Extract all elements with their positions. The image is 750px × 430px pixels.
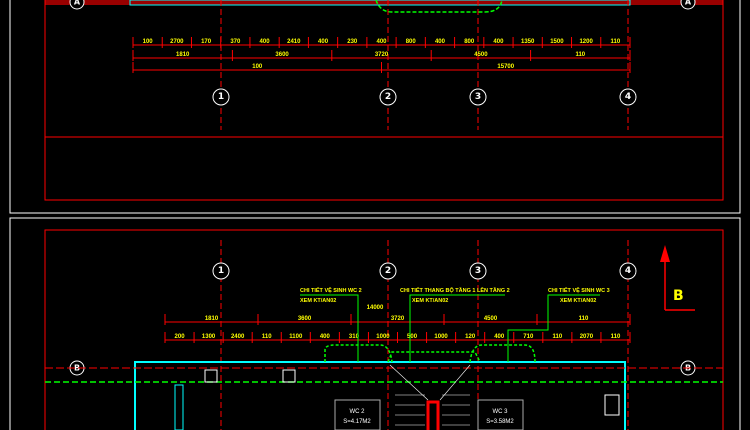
bottom-row1-dimension-label: 3600 xyxy=(298,316,312,322)
top-axis-label: 4 xyxy=(625,92,631,102)
top-row2-dimension-label: 1810 xyxy=(176,52,190,58)
top-plan-strip xyxy=(45,0,723,13)
bottom-row2-dimension-label: 500 xyxy=(407,334,418,340)
top-row-axis-bubble xyxy=(680,0,696,10)
room-name-wc3: WC 3 xyxy=(493,409,509,415)
top-row-axis-bubble xyxy=(69,0,85,10)
bottom-row2-dimension-label: 200 xyxy=(175,334,186,340)
bottom-sheet-frame xyxy=(9,217,741,430)
top-row1-dimension-label: 400 xyxy=(318,39,329,45)
section-label-b: B xyxy=(673,288,684,304)
bottom-row2-dimension-label: 110 xyxy=(262,334,272,340)
bottom-row2-dimension-label: 400 xyxy=(494,334,505,340)
note-wc2-title: CHI TIẾT VỆ SINH WC 2 xyxy=(300,286,362,294)
top-row1-dimension-label: 230 xyxy=(347,39,358,45)
bottom-row1-dimension-label: 3720 xyxy=(391,316,405,322)
bottom-row2-dimension-label: 110 xyxy=(611,334,621,340)
bottom-row2-dimension-label: 2070 xyxy=(580,334,594,340)
top-row-axis-label: A xyxy=(74,0,81,7)
top-row1-dimension-label: 1350 xyxy=(521,39,535,45)
bottom-row2-dimension-label: 1300 xyxy=(202,334,216,340)
section-marker-b: B xyxy=(660,245,695,311)
top-row1-dimension-label: 400 xyxy=(493,39,504,45)
top-axis-bubble xyxy=(379,88,397,106)
top-axis-label: 3 xyxy=(475,92,481,102)
bottom-row2-dimension-label: 1000 xyxy=(376,334,390,340)
bottom-dimensions: 1810 3600 3720 4500 110 200 1300 2400 110 1100 400… xyxy=(164,314,631,343)
top-row1-dimension-label: 400 xyxy=(260,39,271,45)
note-wc3-ref: XEM KT/AN02 xyxy=(560,298,596,304)
top-dimensions: 100 2700 170 370 400 2410 400 230 400 800 400 800 40… xyxy=(132,37,631,73)
top-row-axis-label: A xyxy=(685,0,692,7)
room-name-wc2: WC 2 xyxy=(350,409,366,415)
top-row3-dimension-label: 15700 xyxy=(497,64,514,70)
bottom-axis-label: 2 xyxy=(385,266,391,276)
bottom-row1-dimension-label: 4500 xyxy=(484,316,498,322)
top-row3-dimension-label: 100 xyxy=(252,64,263,70)
bottom-row2-dimension-label: 400 xyxy=(320,334,331,340)
note-wc3-title: CHI TIẾT VỆ SINH WC 3 xyxy=(548,286,610,294)
detail-notes: CHI TIẾT VỆ SINH WC 2 XEM KT/AN02 CHI TI… xyxy=(300,286,610,362)
room-area-wc3: S=3.58M2 xyxy=(486,419,514,425)
bottom-axis-bubble xyxy=(212,262,230,280)
bottom-floor-plan: WC 2 S=4.17M2 WC 3 S=3.58M2 xyxy=(45,344,723,430)
bottom-row-axis-label: B xyxy=(74,364,80,373)
top-row1-dimension-label: 110 xyxy=(611,39,621,45)
top-title-frame xyxy=(44,0,724,201)
bottom-row2-dimension-label: 120 xyxy=(465,334,476,340)
bottom-axis-bubble xyxy=(619,262,637,280)
bottom-row2-dimension-label: 110 xyxy=(553,334,563,340)
note-wc2-ref: XEM KT/AN02 xyxy=(300,298,336,304)
bottom-row2-dimension-label: 2400 xyxy=(231,334,245,340)
top-axis-bubble xyxy=(469,88,487,106)
stair-handrail xyxy=(426,400,440,430)
bottom-axis-label: 1 xyxy=(218,266,224,276)
bottom-row2-dimension-label: 310 xyxy=(349,334,360,340)
overall-dimension: 14000 xyxy=(367,305,384,311)
top-row1-dimension-label: 370 xyxy=(230,39,241,45)
top-row2-dimension-label: 110 xyxy=(575,52,585,58)
bottom-row2-dimension-label: 710 xyxy=(523,334,534,340)
top-axis-bubble xyxy=(619,88,637,106)
top-axis-bubble xyxy=(212,88,230,106)
top-row1-dimension-label: 800 xyxy=(464,39,475,45)
bottom-row2-dimension-label: 1000 xyxy=(434,334,448,340)
bottom-title-frame xyxy=(44,229,724,430)
top-row1-dimension-label: 2410 xyxy=(287,39,301,45)
bottom-row1-dimension-label: 1810 xyxy=(205,316,219,322)
bottom-axis-label: 3 xyxy=(475,266,481,276)
top-grid-lines: 1 2 3 4 A A xyxy=(69,0,696,130)
top-axis-label: 2 xyxy=(385,92,391,102)
top-row1-dimension-label: 400 xyxy=(376,39,387,45)
bottom-axis-bubble xyxy=(469,262,487,280)
top-row1-dimension-label: 100 xyxy=(143,39,154,45)
bottom-axis-bubble xyxy=(379,262,397,280)
note-stair-ref: XEM KT/AN02 xyxy=(412,298,448,304)
top-row1-dimension-label: 1500 xyxy=(550,39,564,45)
top-row1-dimension-label: 1200 xyxy=(579,39,593,45)
bottom-axis-label: 4 xyxy=(625,266,631,276)
top-row2-dimension-label: 3600 xyxy=(275,52,289,58)
note-stair-title: CHI TIẾT THANG BỘ TẦNG 1 LÊN TẦNG 2 xyxy=(400,286,510,294)
top-axis-label: 1 xyxy=(218,92,224,102)
bottom-row1-dimension-label: 110 xyxy=(579,316,589,322)
top-row1-dimension-label: 2700 xyxy=(170,39,184,45)
top-row1-dimension-label: 170 xyxy=(201,39,212,45)
top-row2-dimension-label: 4500 xyxy=(474,52,488,58)
top-sheet-frame xyxy=(9,0,741,214)
room-area-wc2: S=4.17M2 xyxy=(343,419,371,425)
top-row1-dimension-label: 400 xyxy=(435,39,446,45)
top-row1-dimension-label: 800 xyxy=(406,39,417,45)
bottom-row2-dimension-label: 1100 xyxy=(289,334,303,340)
top-row2-dimension-label: 3720 xyxy=(375,52,389,58)
